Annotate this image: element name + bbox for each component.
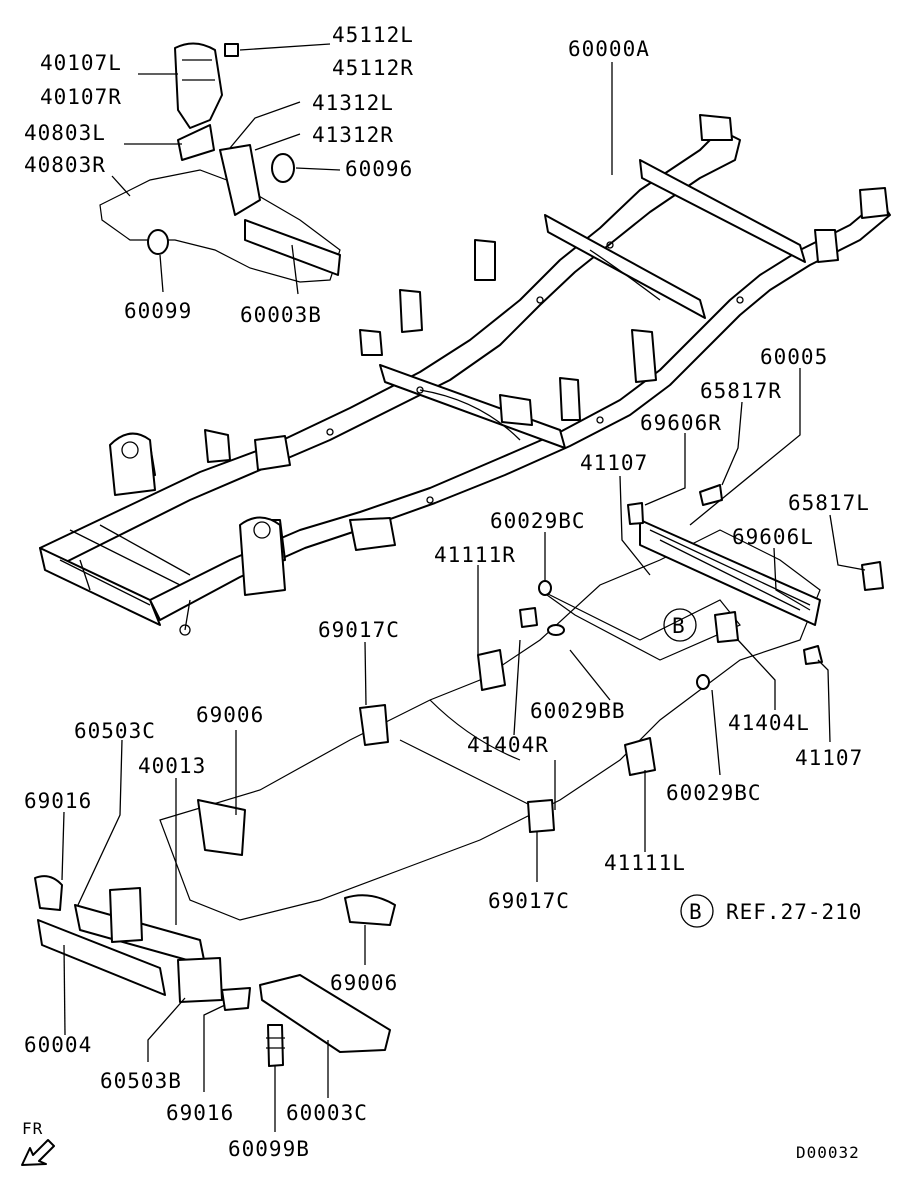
label-45112L: 45112L: [332, 23, 414, 47]
label-60099B: 60099B: [228, 1137, 310, 1161]
b-callout-letter: B: [672, 614, 686, 638]
engine-mount-inset: [99, 42, 341, 283]
label-60029BB: 60029BB: [530, 699, 626, 723]
part-labels: 45112L 45112R 40107L 40107R 41312L 41312…: [21, 23, 870, 1166]
label-69006-bottom: 69006: [330, 971, 398, 995]
label-60029BC-top: 60029BC: [490, 509, 586, 533]
label-41107-top: 41107: [580, 451, 648, 475]
label-65817L: 65817L: [788, 491, 870, 515]
label-60096: 60096: [345, 157, 413, 181]
front-direction-arrow-icon: [21, 1139, 55, 1166]
lower-frame-outline: [34, 484, 884, 1067]
label-41312R: 41312R: [312, 123, 394, 147]
frame-assembly: [39, 114, 891, 636]
leader-lines: [61, 43, 866, 1132]
label-60000A: 60000A: [568, 37, 650, 61]
label-40013: 40013: [138, 754, 206, 778]
label-60003C: 60003C: [286, 1101, 368, 1125]
label-41312L: 41312L: [312, 91, 394, 115]
label-41111R: 41111R: [434, 543, 516, 567]
label-40107L: 40107L: [40, 51, 122, 75]
label-69017C-top: 69017C: [318, 618, 400, 642]
label-69016-bottom: 69016: [166, 1101, 234, 1125]
label-60005: 60005: [760, 345, 828, 369]
drawing-id: D00032: [796, 1143, 860, 1162]
label-69006-top: 69006: [196, 703, 264, 727]
label-69606L: 69606L: [732, 525, 814, 549]
label-69017C-bottom: 69017C: [488, 889, 570, 913]
label-41107-bottom: 41107: [795, 746, 863, 770]
label-69606R: 69606R: [640, 411, 722, 435]
label-69016-left: 69016: [24, 789, 92, 813]
ref-circle: [680, 894, 714, 928]
ref-circle-letter: B: [689, 900, 703, 924]
label-fr: FR: [22, 1119, 43, 1138]
label-60099: 60099: [124, 299, 192, 323]
label-45112R: 45112R: [332, 56, 414, 80]
label-60029BC-bottom: 60029BC: [666, 781, 762, 805]
label-41111L: 41111L: [604, 851, 686, 875]
label-ref-27-210: REF.27-210: [726, 900, 862, 924]
b-callout-circle: [663, 608, 697, 642]
label-41404R: 41404R: [467, 733, 549, 757]
label-60004: 60004: [24, 1033, 92, 1057]
label-60003B: 60003B: [240, 303, 322, 327]
label-40107R: 40107R: [40, 85, 122, 109]
label-40803L: 40803L: [24, 121, 106, 145]
label-65817R: 65817R: [700, 379, 782, 403]
label-60503B: 60503B: [100, 1069, 182, 1093]
label-60503C: 60503C: [74, 719, 156, 743]
label-41404L: 41404L: [728, 711, 810, 735]
label-40803R: 40803R: [24, 153, 106, 177]
